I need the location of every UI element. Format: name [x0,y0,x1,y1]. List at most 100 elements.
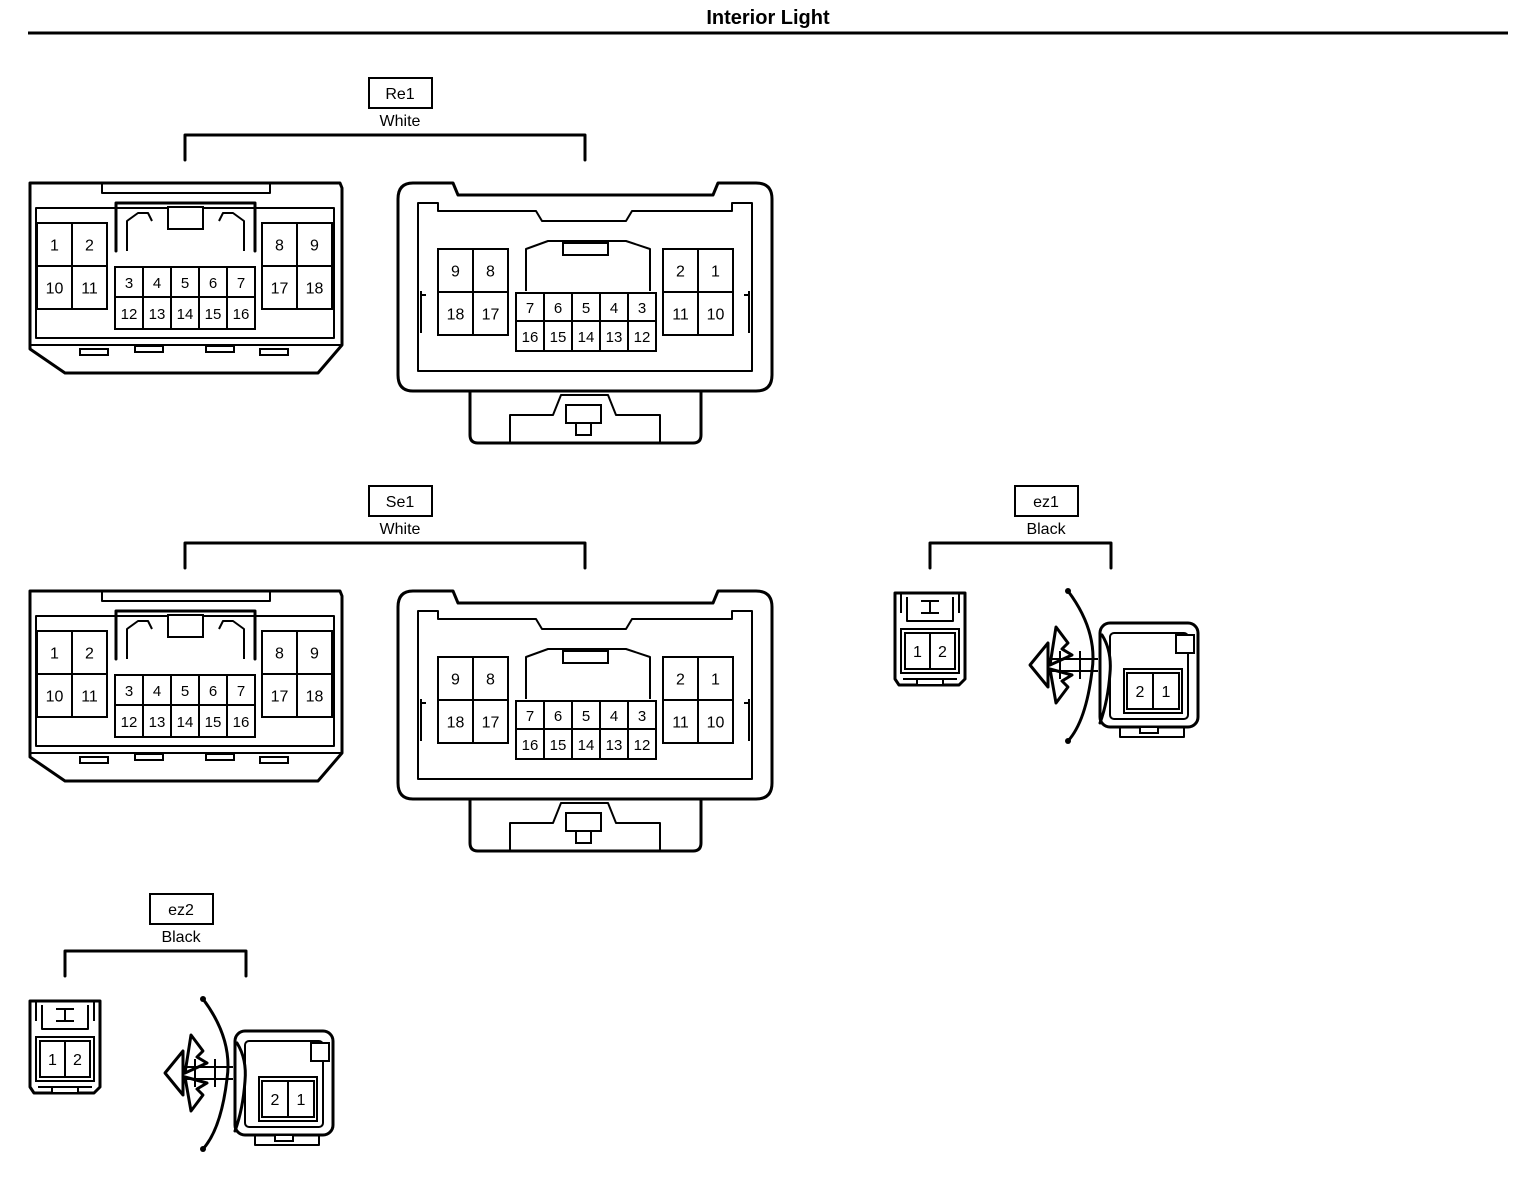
pin-number: 2 [676,672,685,689]
latch [114,609,257,661]
pin-cell [296,265,333,310]
pin-number: 18 [306,689,324,706]
pin-number: 13 [606,329,623,346]
pin-number: 17 [271,689,289,706]
pin-number: 2 [85,238,94,255]
bottom-tab [1139,726,1159,734]
pin-number: 3 [638,708,646,725]
pin-number: 9 [310,238,319,255]
pin-number: 2 [676,264,685,281]
housing-guides [35,1001,95,1030]
pin-number: 15 [205,306,222,323]
pin-cell [571,728,601,760]
housing-outline [28,589,344,783]
pin-cell [571,320,601,352]
pin-number: 7 [526,300,534,317]
bottom-tab [916,678,944,686]
pin-number: 11 [81,689,98,706]
connector-id-re1: Re1 [385,86,414,103]
connector-id-ez1: ez1 [1033,494,1059,511]
corner-key [310,1042,330,1062]
corner-key [1175,634,1195,654]
housing-guides [900,593,960,622]
pin-number: 1 [50,646,59,663]
center-channel [525,240,651,291]
pin-cell [261,265,298,310]
latch-left-hook [126,212,153,251]
connector-color-re1: White [380,113,421,130]
bottom-tab [79,756,109,764]
pin-cell [261,222,298,267]
pin-number: 6 [554,708,562,725]
pin-number: 8 [486,672,495,689]
pin-number: 18 [447,715,465,732]
page-title: Interior Light [706,7,830,29]
pin-number: 15 [550,329,567,346]
bottom-tab [134,753,164,761]
pin-number: 16 [522,329,539,346]
latch-right-hook [218,212,245,251]
pin-number: 14 [177,306,194,323]
bottom-lock [254,1135,320,1146]
housing-inner [417,610,753,780]
bottom-tab [51,1086,79,1094]
pin-number: 16 [233,306,250,323]
pin-number: 5 [181,275,189,292]
pin-number: 17 [482,715,500,732]
pin-cell [170,266,200,298]
clip-end-bottom [200,1146,206,1152]
pair-bracket-ez2 [63,949,248,978]
female-inner [1109,632,1189,720]
pin-cell [226,266,256,298]
pin-number: 10 [707,307,725,324]
lock-stub [575,830,592,844]
pin-number: 10 [46,689,64,706]
clip-end-bottom [1065,738,1071,744]
pin-cell [64,1040,91,1078]
connector-color-se1: White [380,521,421,538]
pin-number: 15 [205,714,222,731]
pin-number: 15 [550,737,567,754]
pin-cell [114,266,144,298]
pin-number: 5 [582,300,590,317]
latch [114,201,257,253]
pin-cell [296,630,333,675]
pin-cell [437,291,474,336]
latch-tab [167,614,204,638]
pin-cell [198,704,228,738]
pin-cell [697,699,734,744]
pin-cell [198,674,228,706]
latch-mark [56,1008,74,1022]
lock-box [468,389,703,445]
latch-left-hook [126,620,153,659]
clip-barb-bottom [183,1075,209,1113]
pin-cell [662,656,699,701]
pin-cell [662,291,699,336]
housing-inner [417,202,753,372]
pin-cell [261,673,298,718]
pin-cell [697,291,734,336]
pin-number: 8 [275,238,284,255]
pin-cell [71,673,108,718]
pin-number: 13 [149,714,166,731]
channel-key [562,650,609,664]
pin-number: 4 [610,300,618,317]
pin-cell [904,632,931,670]
pin-number: 1 [48,1052,57,1069]
pin-cell [170,296,200,330]
pin-cell [472,699,509,744]
pin-number: 10 [46,281,64,298]
clip-shaft [1048,651,1098,679]
pin-cell [226,296,256,330]
pin-cell [662,699,699,744]
pin-number: 17 [482,307,500,324]
pin-cell [515,728,545,760]
pin-number: 14 [177,714,194,731]
center-channel [525,648,651,699]
pin-number: 8 [275,646,284,663]
pin-number: 8 [486,264,495,281]
